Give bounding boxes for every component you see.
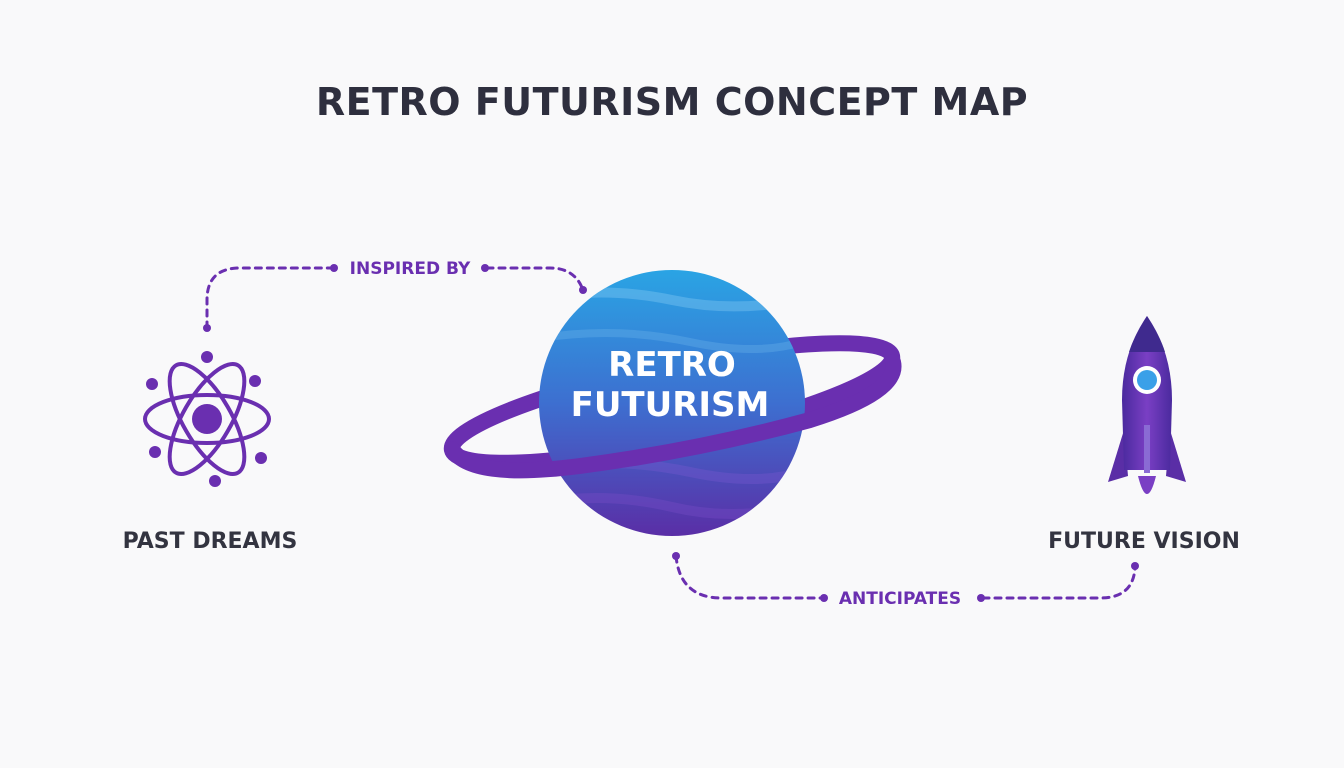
connector-dot bbox=[330, 264, 338, 272]
link-anticipates: ANTICIPATES bbox=[672, 552, 1139, 609]
node-label-future-vision: FUTURE VISION bbox=[1048, 529, 1240, 554]
link-label-inspired-by: INSPIRED BY bbox=[350, 259, 471, 279]
inspired-by-connector-right bbox=[485, 266, 585, 292]
connector-dot bbox=[820, 594, 828, 602]
connector-dot bbox=[977, 594, 985, 602]
link-inspired-by: INSPIRED BY bbox=[203, 259, 587, 332]
connector-dot bbox=[481, 264, 489, 272]
rocket-icon bbox=[1108, 316, 1186, 494]
anticipates-connector-right bbox=[981, 566, 1137, 600]
atom-icon bbox=[143, 351, 271, 487]
connector-dot bbox=[203, 324, 211, 332]
center-label-line1: RETRO bbox=[608, 345, 736, 385]
center-label-line2: FUTURISM bbox=[571, 385, 770, 425]
connector-dot bbox=[1131, 562, 1139, 570]
planet-icon bbox=[443, 270, 902, 536]
connector-dot bbox=[579, 286, 587, 294]
link-label-anticipates: ANTICIPATES bbox=[839, 589, 961, 609]
node-label-past-dreams: PAST DREAMS bbox=[123, 529, 298, 554]
inspired-by-connector-left bbox=[205, 266, 334, 330]
anticipates-connector-left bbox=[674, 554, 824, 600]
page-title: RETRO FUTURISM CONCEPT MAP bbox=[315, 80, 1029, 124]
